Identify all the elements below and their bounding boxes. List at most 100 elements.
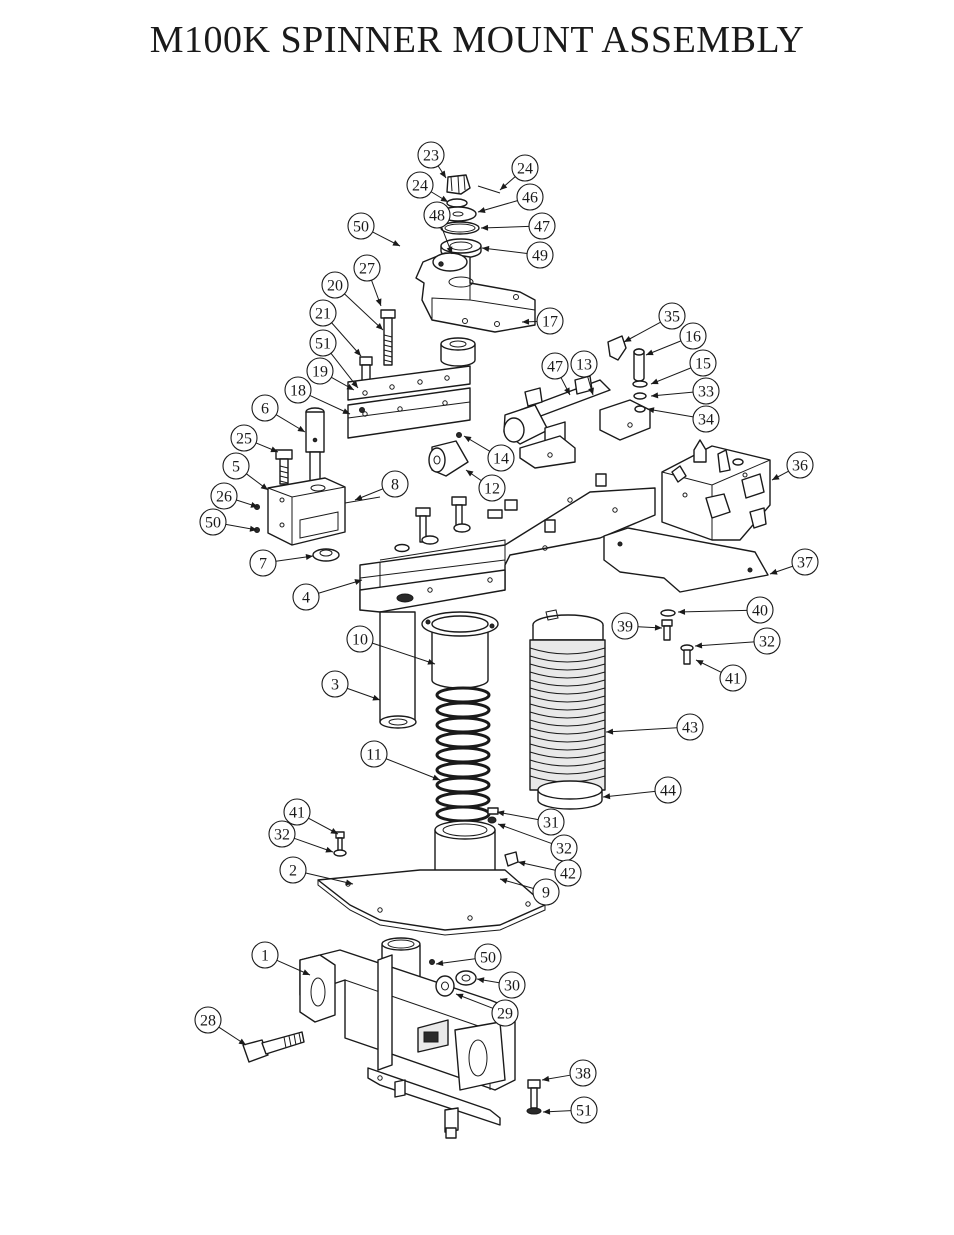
washer-29 [435,975,455,997]
clamp-plate [347,365,471,401]
callout-bubble [679,322,707,350]
roller-12 [428,440,469,477]
callout-25: 25 [230,424,279,453]
leader-arrowhead [477,977,485,984]
callout-18: 18 [284,376,351,415]
callout-bubble [199,508,227,536]
leader-line [677,609,748,613]
callout-number: 32 [556,841,572,858]
callout-20: 20 [321,271,384,331]
callout-bubble [570,350,598,378]
leader-arrowhead [250,501,258,508]
callout-number: 14 [493,451,509,468]
leader-arrowhead [305,553,313,560]
callout-number: 34 [698,412,714,429]
callout-bubble [753,627,781,655]
callout-number: 30 [504,978,520,995]
callout-bubble [306,357,334,385]
leader-arrowhead [432,774,440,781]
leader-line [305,872,354,885]
leader-arrowhead [345,879,353,886]
callout-bubble [210,482,238,510]
callout-number: 19 [312,364,328,381]
leader-arrowhead [695,642,703,649]
castle-nut [446,174,471,195]
leader-line [646,408,694,418]
callout-bubble [554,859,582,887]
leader-arrowhead [651,392,659,399]
leader-arrowhead [436,960,444,967]
callout-29: 29 [455,993,519,1027]
hose-clamp-44 [537,780,603,810]
callout-bubble [537,808,565,836]
leader-line [309,394,351,415]
leader-arrowhead [354,579,362,585]
leader-arrowhead [647,407,655,414]
callout-bubble [658,302,686,330]
seal-ring-47 [440,221,480,235]
leader-arrowhead [522,318,530,325]
callout-bubble [786,451,814,479]
callout-47: 47 [541,352,571,396]
leader-arrowhead [464,436,472,443]
callout-bubble [309,329,337,357]
leader-arrowhead [392,240,400,246]
callout-number: 24 [412,178,428,195]
leader-arrowhead [440,195,448,202]
lower-plate-37 [603,527,769,593]
callout-50: 50 [435,943,502,971]
callout-bubble [279,856,307,884]
callout-10: 10 [346,625,436,665]
callout-46: 46 [477,183,544,213]
callout-bubble [719,664,747,692]
callout-number: 27 [359,261,375,278]
callout-bubble [194,1006,222,1034]
washer-40 [660,609,676,617]
callout-bubble [321,670,349,698]
callout-number: 47 [547,359,563,376]
callout-bubble [498,971,526,999]
callout-47: 47 [480,212,556,240]
bolt-38 [527,1079,541,1109]
leader-arrowhead [325,846,333,853]
callout-27: 27 [353,254,382,307]
small-washer-24 [446,198,468,208]
leader-arrowhead [772,474,780,480]
leader-arrowhead [351,380,358,388]
callout-17: 17 [521,307,564,335]
callout-number: 37 [797,555,813,572]
leader-arrowhead [542,1075,550,1082]
callout-number: 47 [534,219,550,236]
callout-number: 29 [497,1006,513,1023]
callout-35: 35 [623,302,686,343]
callout-31: 31 [496,808,565,836]
leader-arrowhead [375,323,383,330]
callout-number: 10 [352,632,368,649]
callout-bubble [689,349,717,377]
callout-24: 24 [499,154,539,191]
callout-number: 8 [391,477,399,494]
callout-bubble [487,444,515,472]
callout-bubble [230,424,258,452]
callout-bubble [346,625,374,653]
leader-arrowhead [260,483,268,490]
callout-number: 7 [259,556,267,573]
bolt-28 [242,1031,305,1063]
callout-40: 40 [677,596,774,624]
callout-number: 26 [216,489,232,506]
leader-arrowhead [518,860,526,867]
leader-arrowhead [375,298,382,306]
callout-bubble [406,171,434,199]
callout-51: 51 [309,329,359,389]
callout-number: 28 [200,1013,216,1030]
washer-51-lower [526,1107,542,1115]
callout-number: 31 [543,815,559,832]
callout-number: 21 [315,306,331,323]
callout-1: 1 [251,941,311,976]
leader-arrowhead [270,446,278,453]
leader-arrowhead [564,387,570,395]
leader-line [480,225,530,229]
callout-8: 8 [354,470,409,501]
leader-arrowhead [543,1108,551,1115]
